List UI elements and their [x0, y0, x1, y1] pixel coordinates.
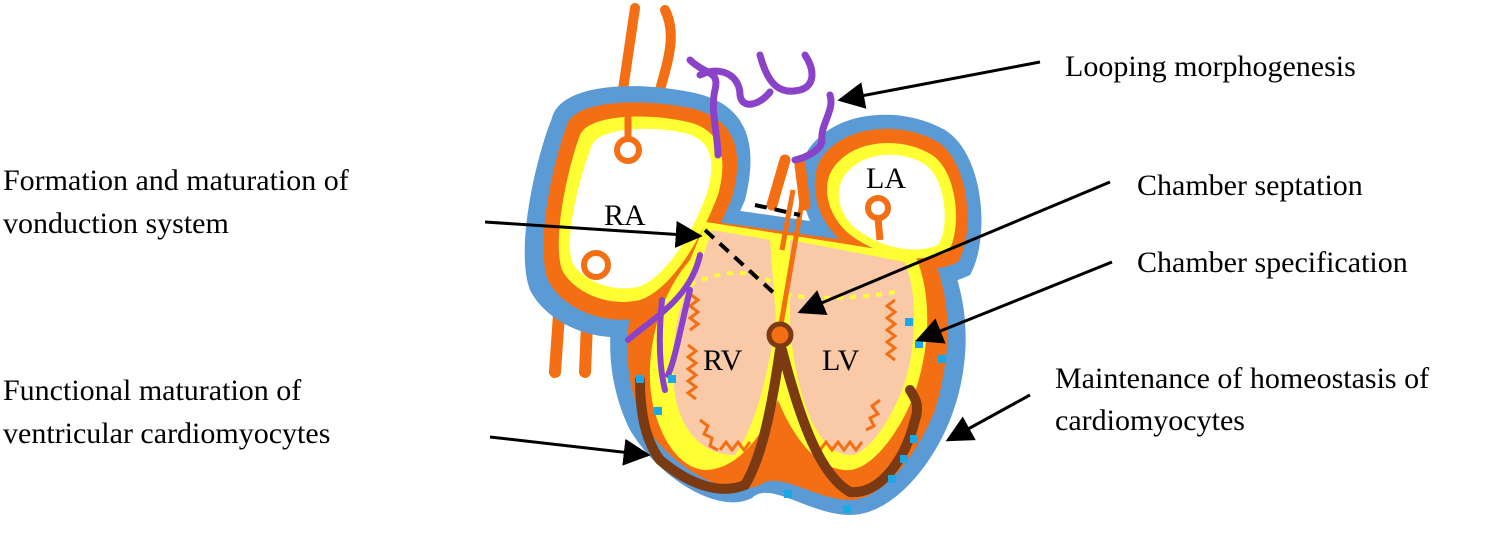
cardiomyocyte-marker	[938, 355, 946, 363]
label-homeostasis-line2: cardiomyocytes	[1055, 404, 1245, 437]
chamber-label-la: LA	[866, 162, 906, 195]
chamber-label-lv: LV	[822, 344, 860, 377]
chamber-label-rv: RV	[703, 344, 743, 377]
outflow-tract	[766, 154, 811, 211]
ra-vein-ring-upper	[614, 136, 642, 164]
conduction-bundle-left	[777, 345, 923, 498]
atrioventricular-boundary	[689, 271, 896, 300]
right-ventricle-cavity	[672, 230, 776, 455]
cardiomyocyte-marker	[910, 435, 918, 443]
label-specification: Chamber specification	[1137, 246, 1408, 279]
cardiomyocyte-marker	[905, 318, 913, 326]
interventricular-septum	[777, 184, 808, 331]
cardiomyocyte-marker	[915, 340, 923, 348]
left-atrium-lumen	[838, 154, 945, 250]
arrow-homeostasis	[945, 393, 1031, 442]
cardiomyocyte-marker	[843, 505, 851, 513]
coronary-vessels-top	[686, 51, 835, 164]
ra-vein-ring-lower	[581, 250, 611, 280]
conduction-dashed-line	[703, 203, 801, 297]
cardiomyocyte-marker	[784, 490, 792, 498]
arrow-conduction	[484, 220, 703, 248]
cardiomyocyte-marker	[888, 475, 896, 483]
annotation-arrows	[484, 60, 1113, 466]
label-septation: Chamber septation	[1137, 169, 1363, 202]
right-atrium-lumen	[569, 128, 712, 289]
cardiomyocyte-markers	[636, 318, 946, 513]
coronary-vessels-side	[625, 252, 703, 393]
la-vein-stub	[874, 217, 884, 241]
arrow-looping	[837, 60, 1041, 109]
arrow-functional	[489, 435, 651, 466]
arrow-specification	[915, 260, 1113, 344]
cardiomyocyte-marker	[654, 407, 662, 415]
conduction-bundle-right	[635, 345, 785, 494]
heart-illustration	[524, 3, 982, 515]
arrow-septation	[797, 180, 1111, 316]
label-homeostasis-line1: Maintenance of homeostasis of	[1055, 362, 1429, 395]
label-functional-line2: ventricular cardiomyocytes	[3, 417, 330, 450]
av-node	[766, 321, 794, 349]
chamber-label-ra: RA	[604, 199, 646, 232]
label-functional-line1: Functional maturation of	[3, 374, 301, 407]
cardiomyocyte-marker	[900, 455, 908, 463]
cardiomyocyte-marker	[636, 375, 644, 383]
rv-trabeculae	[685, 292, 752, 453]
label-conduction-line1: Formation and maturation of	[3, 164, 349, 197]
lv-trabeculae	[818, 298, 898, 453]
cardiomyocyte-marker	[668, 375, 676, 383]
label-looping: Looping morphogenesis	[1065, 50, 1356, 83]
label-conduction-line2: vonduction system	[3, 207, 229, 240]
